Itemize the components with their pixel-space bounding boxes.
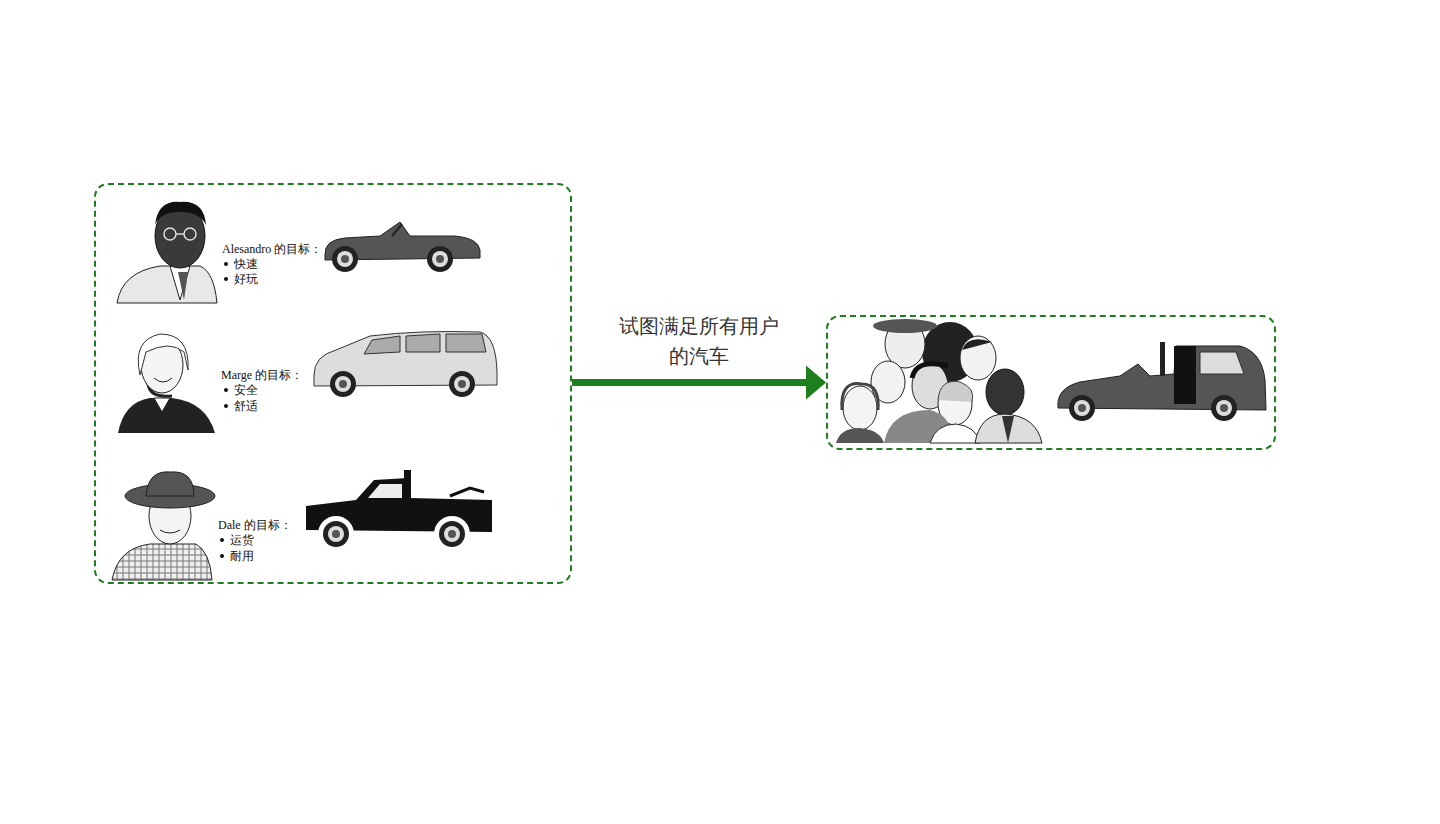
edge-label: 试图满足所有用户的汽车 <box>611 311 787 371</box>
crowd <box>836 319 1042 443</box>
arrow-head <box>806 366 826 400</box>
bullet-dot <box>224 404 228 408</box>
bullet-dot <box>224 388 228 392</box>
persona-label: Marge 的目标： <box>221 368 303 382</box>
pickup-truck <box>306 470 492 552</box>
person-dale <box>112 472 215 580</box>
person-alesandro <box>117 202 217 303</box>
bullet-dot <box>224 262 228 266</box>
sports-car <box>325 222 480 272</box>
bullet-dot <box>220 554 224 558</box>
bullet-dot <box>220 538 224 542</box>
hybrid-car <box>1058 342 1266 421</box>
arrow-line <box>572 379 808 386</box>
bullet-dot <box>224 277 228 281</box>
persona-label: Alesandro 的目标： <box>222 242 322 256</box>
goal-item: 舒适 <box>234 399 258 413</box>
arrow-connector <box>572 366 826 400</box>
person-marge <box>118 334 215 433</box>
goal-item: 安全 <box>234 383 258 397</box>
goal-item: 运货 <box>230 533 254 547</box>
goal-item: 耐用 <box>230 549 254 563</box>
goal-item: 快速 <box>234 257 258 271</box>
user-goals-box: Alesandro 的目标：快速好玩 Marge 的目标：安全舒适 Dale 的目标… <box>94 183 572 584</box>
persona-label: Dale 的目标： <box>218 518 292 532</box>
result-box <box>826 315 1276 450</box>
goal-item: 好玩 <box>234 272 258 286</box>
minivan <box>314 332 497 398</box>
